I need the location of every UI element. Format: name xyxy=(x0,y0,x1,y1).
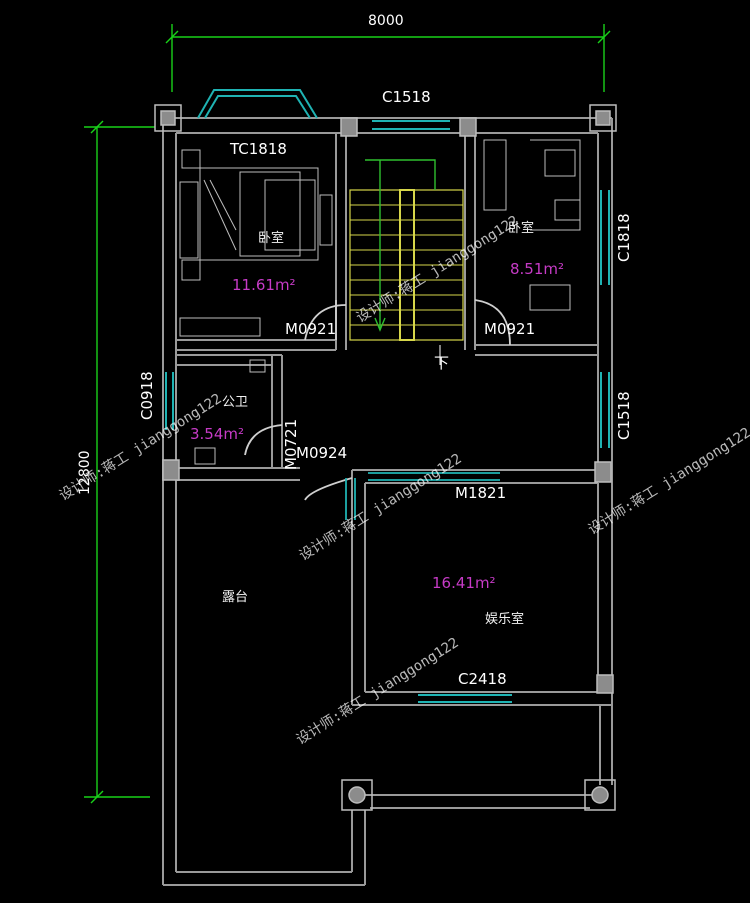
stair-down-label: 下 xyxy=(434,354,450,372)
room-area-bedroom-left: 11.61m² xyxy=(232,276,296,294)
room-name-terrace: 露台 xyxy=(222,590,249,605)
window-label-right-lower: C1518 xyxy=(615,391,633,440)
door-label-terrace: M0924 xyxy=(296,444,348,462)
staircase xyxy=(349,159,464,365)
room-name-bathroom: 公卫 xyxy=(222,395,249,410)
structural-columns xyxy=(154,104,617,811)
room-area-bedroom-right: 8.51m² xyxy=(510,260,565,278)
windows xyxy=(165,89,610,703)
doors xyxy=(244,299,511,520)
furniture xyxy=(179,139,581,465)
window-label-bath: C0918 xyxy=(138,371,156,420)
door-label-bedroom-right: M0921 xyxy=(484,320,536,338)
walls xyxy=(162,117,613,886)
door-label-living: M1821 xyxy=(455,484,507,502)
room-area-bathroom: 3.54m² xyxy=(190,425,245,443)
window-label-living: C2418 xyxy=(458,670,507,688)
room-name-living: 娱乐室 xyxy=(485,612,525,627)
window-label-right-upper: C1818 xyxy=(615,213,633,262)
room-name-bedroom-right: 卧室 xyxy=(508,221,535,236)
room-area-living: 16.41m² xyxy=(432,574,496,592)
dimension-lines xyxy=(84,24,611,804)
room-name-bedroom-left: 卧室 xyxy=(258,231,285,246)
dimension-width-label: 8000 xyxy=(368,13,404,29)
door-label-bedroom-left: M0921 xyxy=(285,320,337,338)
window-label-top: C1518 xyxy=(382,88,431,106)
window-label-bay: TC1818 xyxy=(230,140,287,158)
